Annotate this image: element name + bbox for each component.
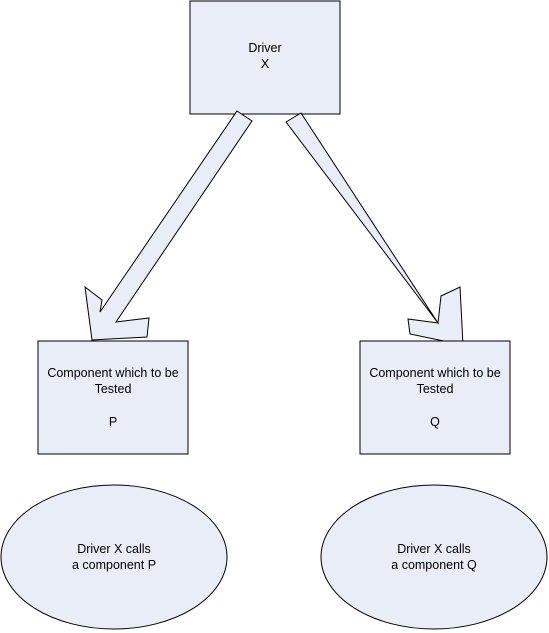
ellipse-q-shape	[320, 484, 548, 630]
ellipse-p-line1: Driver X calls	[77, 542, 151, 556]
ellipse-p-line2: a component P	[72, 558, 156, 572]
component-q-box: Component which to be Tested Q	[359, 340, 511, 455]
component-p-line2: Tested	[95, 382, 132, 396]
component-p-line1: Component which to be	[47, 366, 178, 380]
driver-box: Driver X	[189, 0, 341, 115]
ellipse-p: Driver X calls a component P	[0, 484, 228, 630]
driver-box-line1: Driver	[248, 41, 281, 55]
component-p-letter: P	[109, 415, 117, 429]
ellipse-q-line1: Driver X calls	[397, 542, 471, 556]
arrow-to-component-q	[285, 112, 464, 346]
component-q-line1: Component which to be	[369, 366, 500, 380]
driver-box-shape	[189, 0, 341, 115]
ellipse-q-line2: a component Q	[391, 558, 477, 572]
component-p-shape	[37, 340, 189, 455]
component-q-line2: Tested	[417, 382, 454, 396]
component-q-letter: Q	[430, 415, 440, 429]
arrow-to-component-p	[84, 110, 253, 341]
component-q-shape	[359, 340, 511, 455]
driver-box-line2: X	[261, 57, 270, 71]
ellipse-p-shape	[0, 484, 228, 630]
ellipse-q: Driver X calls a component Q	[320, 484, 548, 630]
component-p-box: Component which to be Tested P	[37, 340, 189, 455]
